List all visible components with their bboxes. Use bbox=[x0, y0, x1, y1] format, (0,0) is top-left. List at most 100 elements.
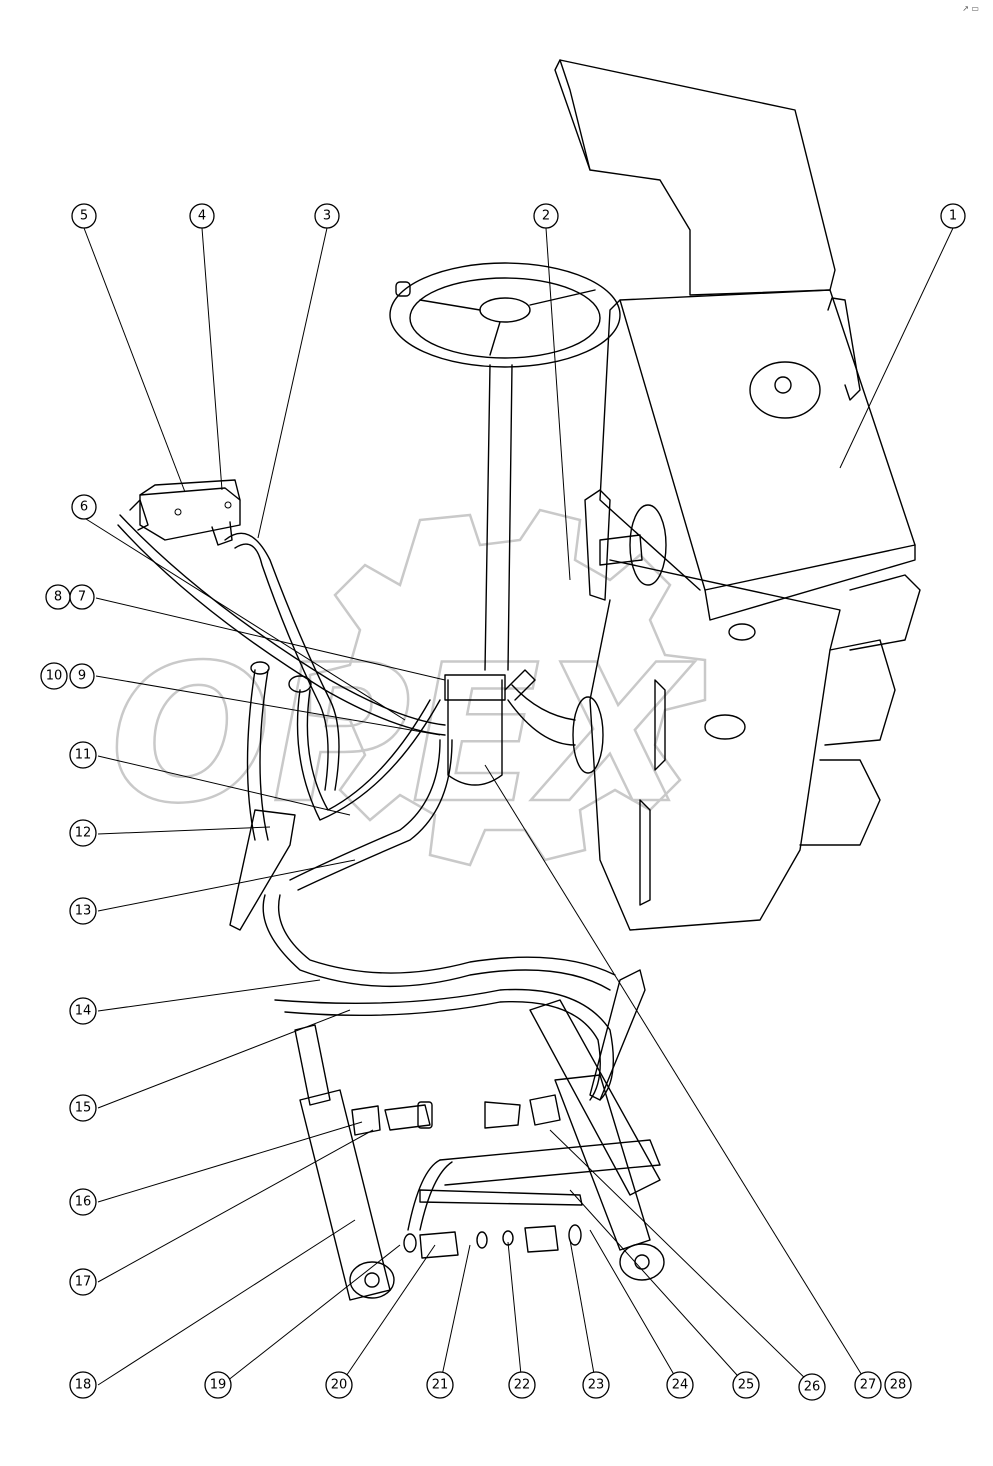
hose-3-outer bbox=[224, 532, 340, 791]
cylinder-eye-right-hole bbox=[634, 1254, 650, 1270]
leader-18 bbox=[97, 1219, 356, 1386]
steering-column bbox=[484, 364, 513, 671]
axle-bar-rear bbox=[439, 1139, 661, 1186]
leader-2 bbox=[545, 227, 571, 581]
svg-text:7: 7 bbox=[78, 590, 86, 605]
svg-text:27: 27 bbox=[860, 1378, 877, 1393]
svg-text:2: 2 bbox=[542, 209, 550, 224]
axle-bar-right bbox=[529, 999, 661, 1196]
svg-text:19: 19 bbox=[210, 1378, 227, 1393]
seat-and-tank-assembly bbox=[554, 59, 921, 931]
body-lower bbox=[589, 559, 841, 931]
leader-14 bbox=[97, 979, 321, 1012]
hose-14-inner bbox=[278, 894, 616, 976]
svg-text:5: 5 bbox=[80, 209, 88, 224]
svg-text:20: 20 bbox=[331, 1378, 348, 1393]
bracket-plate-lower bbox=[639, 799, 651, 906]
svg-text:26: 26 bbox=[804, 1380, 821, 1395]
hose-15-outer bbox=[274, 988, 615, 1101]
banjo-fitting-right bbox=[529, 1094, 561, 1126]
filler-cap-base bbox=[749, 361, 821, 419]
watermark-text: OPEX bbox=[110, 624, 696, 845]
union-23 bbox=[524, 1225, 559, 1253]
svg-text:12: 12 bbox=[75, 826, 92, 841]
leader-9-10 bbox=[95, 675, 441, 736]
svg-text:6: 6 bbox=[80, 500, 88, 515]
leader-3 bbox=[257, 227, 328, 539]
callouts: 1 2 3 4 5 6 8 7 10 9 11 12 13 14 15 16 1… bbox=[40, 203, 966, 1401]
callout-27: 27 bbox=[854, 1371, 882, 1399]
corner-mark: ↗ ▭ bbox=[962, 4, 979, 13]
banjo-fitting-left bbox=[351, 1105, 381, 1136]
steering-wheel-hub bbox=[479, 297, 531, 323]
svg-text:8: 8 bbox=[54, 590, 62, 605]
leader-11 bbox=[97, 755, 351, 816]
valve-mount-bracket bbox=[129, 499, 149, 531]
svg-text:11: 11 bbox=[75, 748, 92, 763]
leader-21 bbox=[439, 1244, 471, 1386]
leader-12 bbox=[97, 826, 271, 835]
steering-wheel-spoke-bottom bbox=[489, 321, 501, 356]
leader-13 bbox=[97, 859, 356, 912]
bracket-plate-upper bbox=[654, 679, 666, 771]
filler-cap bbox=[774, 376, 792, 394]
hose-fitting-top-1 bbox=[250, 661, 270, 675]
svg-text:22: 22 bbox=[514, 1378, 531, 1393]
leader-15 bbox=[97, 1009, 351, 1109]
callout-4: 4 bbox=[189, 203, 215, 229]
callout-12: 12 bbox=[69, 819, 97, 847]
bolt-20 bbox=[419, 1231, 459, 1259]
leader-17 bbox=[97, 1129, 374, 1283]
callout-23: 23 bbox=[582, 1371, 610, 1399]
leader-27-28 bbox=[484, 764, 869, 1386]
svg-text:14: 14 bbox=[75, 1004, 92, 1019]
valve-block-bolt-2 bbox=[224, 501, 232, 509]
hose-routing-upper bbox=[117, 514, 453, 931]
cylinder-right-body bbox=[554, 1074, 651, 1251]
tank-side bbox=[599, 299, 701, 591]
cylinder-eye-left-hole bbox=[364, 1272, 380, 1288]
svg-text:28: 28 bbox=[890, 1378, 907, 1393]
svg-text:16: 16 bbox=[75, 1195, 92, 1210]
leader-24 bbox=[589, 1229, 681, 1386]
leader-7-8 bbox=[95, 597, 446, 681]
callout-9: 9 bbox=[69, 663, 95, 689]
callout-5: 5 bbox=[71, 203, 97, 229]
hose-6-outer bbox=[119, 514, 446, 726]
leader-26 bbox=[549, 1129, 813, 1386]
seat-back-inner bbox=[559, 59, 591, 171]
leader-23 bbox=[569, 1239, 597, 1386]
valve-block-assembly bbox=[129, 479, 241, 546]
leader-16 bbox=[97, 1121, 363, 1203]
cylinder-rod bbox=[294, 1024, 331, 1106]
hose-11-outer bbox=[296, 689, 441, 821]
leader-20 bbox=[339, 1244, 436, 1386]
footstep-3 bbox=[799, 759, 881, 846]
callout-25: 25 bbox=[732, 1371, 760, 1399]
leader-5 bbox=[83, 227, 186, 493]
svg-text:1: 1 bbox=[949, 209, 957, 224]
seal-ring-24 bbox=[568, 1224, 582, 1246]
svg-text:10: 10 bbox=[46, 669, 63, 684]
callout-13: 13 bbox=[69, 897, 97, 925]
hose-15-inner bbox=[284, 1000, 601, 1101]
cylinder-eye-left bbox=[349, 1261, 395, 1299]
callout-15: 15 bbox=[69, 1094, 97, 1122]
callout-22: 22 bbox=[508, 1371, 536, 1399]
body-port-small bbox=[728, 623, 756, 641]
footstep-1 bbox=[849, 574, 921, 651]
mount-bracket-left bbox=[229, 809, 296, 931]
flange-lower bbox=[572, 696, 604, 774]
callout-17: 17 bbox=[69, 1268, 97, 1296]
callout-24: 24 bbox=[666, 1371, 694, 1399]
hose-short-25 bbox=[407, 1159, 453, 1231]
tie-rod bbox=[419, 1189, 583, 1206]
callout-19: 19 bbox=[204, 1371, 232, 1399]
hose-lower-loop-outer bbox=[289, 739, 441, 881]
hose-lower-loop-inner bbox=[297, 739, 453, 891]
steering-wheel-and-column bbox=[389, 262, 621, 786]
hose-fitting-top-2 bbox=[288, 675, 312, 693]
callout-6: 6 bbox=[71, 494, 97, 520]
callout-14: 14 bbox=[69, 997, 97, 1025]
callout-8: 8 bbox=[45, 584, 71, 610]
